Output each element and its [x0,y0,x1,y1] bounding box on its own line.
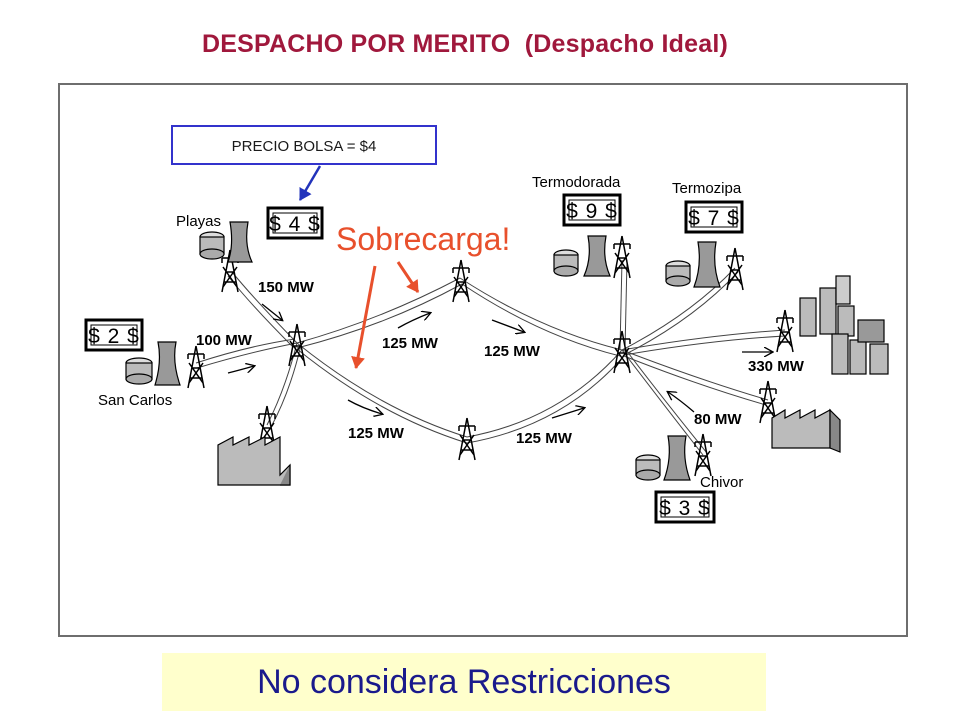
flow-label-san-carlos: 100 MW [196,332,253,349]
flow-label-lower-right: 125 MW [516,430,573,447]
plant-name-termozipa: Termozipa [672,180,742,197]
price-box-san-carlos: $ 2 $ [84,318,144,352]
factory-right-icon [771,408,841,453]
plant-san-carlos-icon [125,341,181,386]
price-box-termodorada: $ 9 $ [562,193,622,227]
page-title: DESPACHO POR MERITO (Despacho Ideal) [201,30,728,58]
plant-chivor-icon [635,435,691,481]
price-box-chivor: $ 3 $ [654,490,716,524]
tower-icon [776,309,794,353]
arrow-icon [227,366,254,374]
plant-name-playas: Playas [176,213,221,230]
flow-label-lower-left: 125 MW [348,425,405,442]
factory-left-icon [217,436,291,486]
price-playas: $ 4 $ [269,213,321,236]
arrow-icon [491,319,524,332]
price-chivor: $ 3 $ [659,497,711,520]
plant-termodorada-icon [553,235,611,277]
flow-label-playas: 150 MW [258,279,315,296]
price-box-playas: $ 4 $ [266,206,324,240]
arrow-icon [397,313,430,329]
transmission-lines [195,259,786,456]
flow-label-upper-right: 125 MW [484,343,541,360]
plant-name-chivor: Chivor [700,474,743,491]
overload-arrow-icon [396,261,420,293]
price-box-termozipa: $ 7 $ [684,200,744,234]
footer-note: No considera Restricciones [162,653,766,711]
plant-name-san-carlos: San Carlos [98,392,172,409]
flow-label-chivor: 80 MW [694,411,742,428]
arrow-icon [347,399,382,414]
plant-playas-icon [199,221,253,263]
arrow-icon [668,392,695,413]
tower-icon [452,259,470,303]
flow-label-upper-left: 125 MW [382,335,439,352]
flow-arrows [227,303,772,419]
arrow-icon [261,303,282,320]
market-price-callout: PRECIO BOLSA = $4 [171,125,437,201]
plant-name-termodorada: Termodorada [532,174,621,191]
tower-icon [726,247,744,291]
overload-arrow-icon [351,265,377,369]
overload-label: Sobrecarga! [336,221,510,257]
city-buildings-icon [799,275,889,375]
arrow-icon [551,408,584,419]
price-san-carlos: $ 2 $ [88,325,140,348]
flow-label-city: 330 MW [748,358,805,375]
tower-icon [458,417,476,461]
plant-termozipa-icon [665,241,721,288]
price-termodorada: $ 9 $ [566,200,618,223]
market-price-text: PRECIO BOLSA = $4 [232,138,377,155]
diagram-frame [58,83,908,637]
callout-arrow-icon [298,165,322,201]
price-termozipa: $ 7 $ [688,207,740,230]
